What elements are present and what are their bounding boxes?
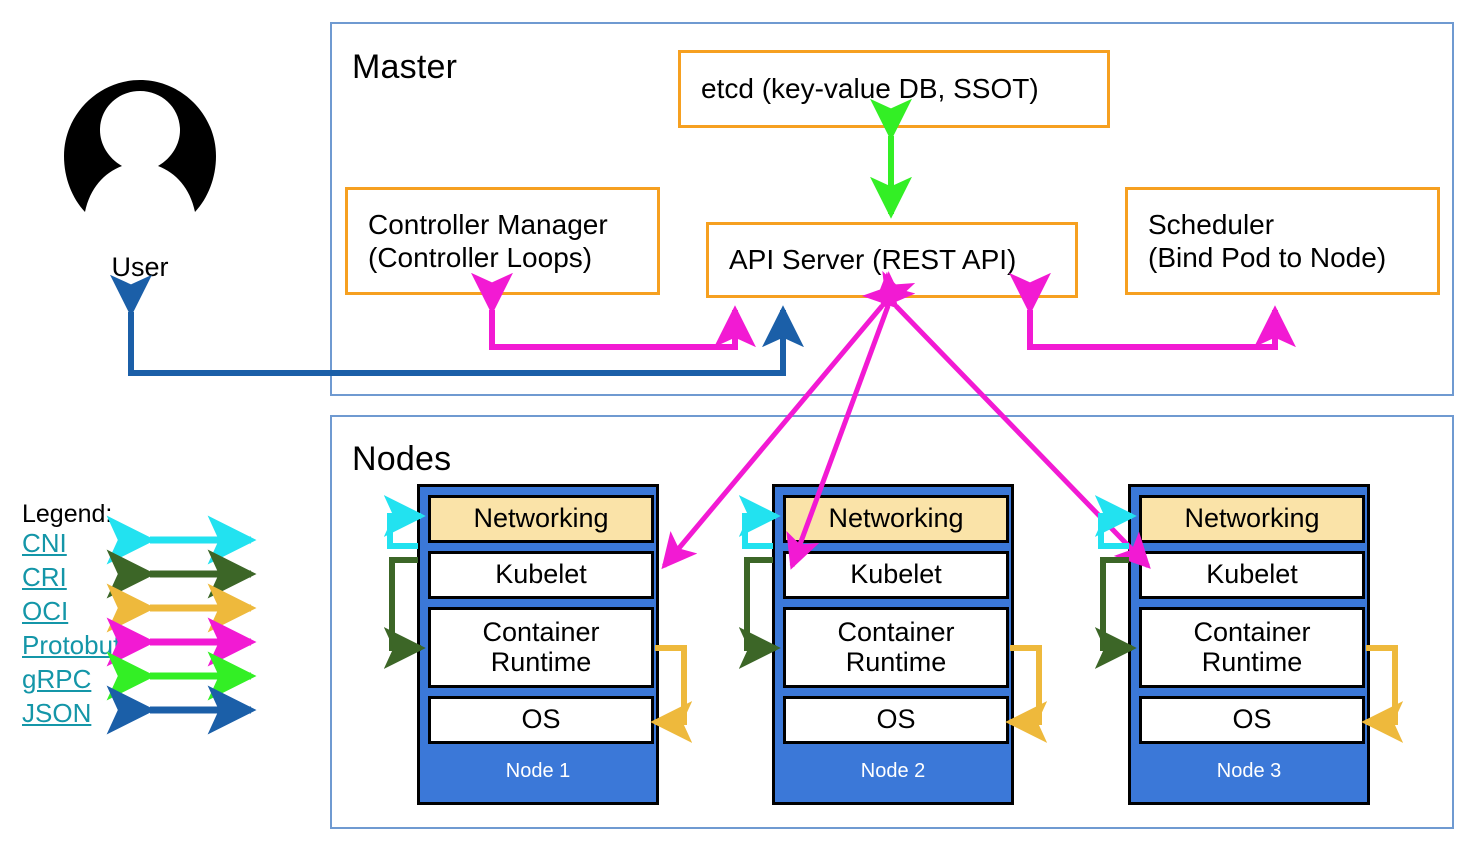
scheduler-label: Scheduler (Bind Pod to Node) <box>1148 208 1387 273</box>
node-name-label: Node 1 <box>505 760 571 782</box>
node-layer-networking-label: Networking <box>828 503 964 534</box>
legend-item-cri[interactable]: CRI <box>22 562 67 592</box>
node-layer-kubelet-label: Kubelet <box>1206 559 1298 590</box>
node-layer-kubelet[interactable]: Kubelet <box>428 551 654 599</box>
etcd-label: etcd (key-value DB, SSOT) <box>701 73 1039 105</box>
node-layer-kubelet-label: Kubelet <box>495 559 587 590</box>
node-layer-os-label: OS <box>876 704 916 735</box>
controller-manager-box[interactable]: Controller Manager (Controller Loops) <box>345 187 660 295</box>
scheduler-box[interactable]: Scheduler (Bind Pod to Node) <box>1125 187 1440 295</box>
user-avatar-icon <box>60 78 220 228</box>
node-card[interactable]: Networking Kubelet Container Runtime OS … <box>1128 484 1370 805</box>
api-server-box[interactable]: API Server (REST API) <box>706 222 1078 298</box>
legend-item-protobuf[interactable]: Protobuf <box>22 630 121 660</box>
node-layer-networking-label: Networking <box>473 503 609 534</box>
node-layer-os[interactable]: OS <box>1139 696 1365 744</box>
node-layer-runtime-label: Container Runtime <box>837 616 955 677</box>
node-layer-os-label: OS <box>521 704 561 735</box>
node-layer-kubelet-label: Kubelet <box>850 559 942 590</box>
node-layer-runtime[interactable]: Container Runtime <box>783 607 1009 688</box>
node-layer-os-label: OS <box>1232 704 1272 735</box>
node-layer-os[interactable]: OS <box>783 696 1009 744</box>
node-layer-networking-label: Networking <box>1184 503 1320 534</box>
node-layer-networking[interactable]: Networking <box>428 495 654 543</box>
controller-manager-label: Controller Manager (Controller Loops) <box>368 208 608 273</box>
legend-item-oci[interactable]: OCI <box>22 596 69 626</box>
node-layer-runtime[interactable]: Container Runtime <box>1139 607 1365 688</box>
legend-item-cni[interactable]: CNI <box>22 528 67 558</box>
node-layer-networking[interactable]: Networking <box>783 495 1009 543</box>
node-layer-runtime[interactable]: Container Runtime <box>428 607 654 688</box>
legend-title: Legend: <box>22 500 113 528</box>
node-card[interactable]: Networking Kubelet Container Runtime OS … <box>772 484 1014 805</box>
master-group-title: Master <box>352 48 458 86</box>
etcd-box[interactable]: etcd (key-value DB, SSOT) <box>678 50 1110 128</box>
node-layer-os[interactable]: OS <box>428 696 654 744</box>
legend-item-json[interactable]: JSON <box>22 698 92 728</box>
node-card[interactable]: Networking Kubelet Container Runtime OS … <box>417 484 659 805</box>
node-layer-runtime-label: Container Runtime <box>1193 616 1311 677</box>
node-name-label: Node 3 <box>1216 760 1282 782</box>
node-layer-networking[interactable]: Networking <box>1139 495 1365 543</box>
node-layer-kubelet[interactable]: Kubelet <box>1139 551 1365 599</box>
legend-item-grpc[interactable]: gRPC <box>22 664 92 694</box>
api-server-label: API Server (REST API) <box>729 244 1017 276</box>
node-layer-runtime-label: Container Runtime <box>482 616 600 677</box>
user-label: User <box>111 252 169 282</box>
nodes-group-title: Nodes <box>352 440 452 478</box>
node-layer-kubelet[interactable]: Kubelet <box>783 551 1009 599</box>
node-name-label: Node 2 <box>860 760 926 782</box>
